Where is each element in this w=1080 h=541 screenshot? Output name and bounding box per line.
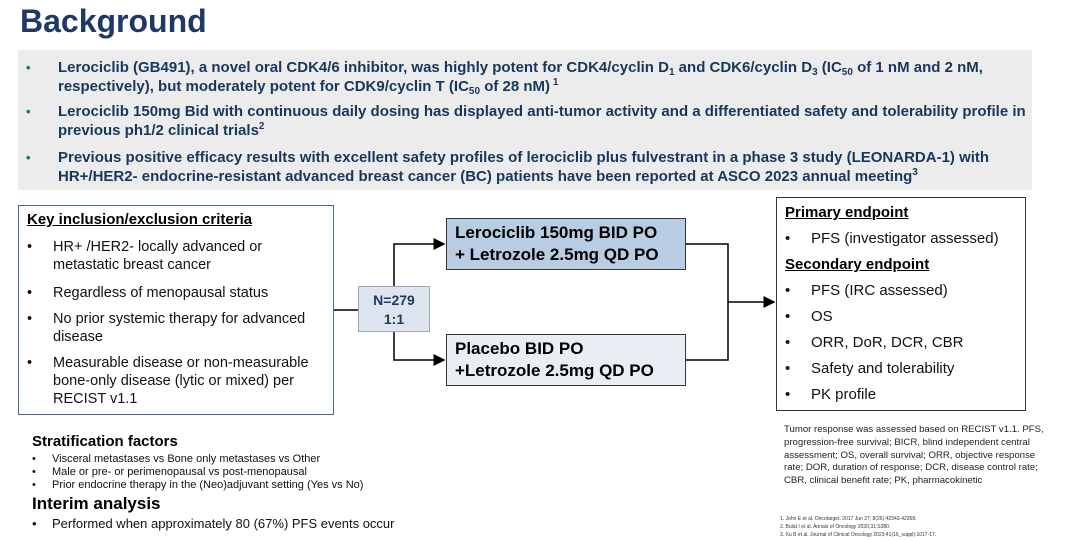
background-summary-box: • Lerociclib (GB491), a novel oral CDK4/… (18, 50, 1032, 190)
bullet: • (32, 479, 36, 491)
stratification-item-text: Visceral metastases vs Bone only metasta… (52, 453, 321, 465)
arm-line: + Letrozole 2.5mg QD PO (455, 245, 659, 264)
background-item-text: Lerociclib 150mg Bid with continuous dai… (58, 103, 1026, 139)
stratification-item-text: Male or pre- or perimenopausal vs post-m… (52, 466, 307, 478)
endpoint-item-text: PFS (IRC assessed) (811, 282, 948, 299)
interim-analysis-heading: Interim analysis (32, 494, 161, 513)
bullet: • (27, 285, 33, 301)
endpoints-box: Primary endpoint • PFS (investigator ass… (776, 197, 1026, 411)
criteria-item-text: No prior systemic therapy for advanced d… (53, 311, 306, 345)
primary-endpoint-heading: Primary endpoint (785, 204, 909, 221)
bullet: • (32, 466, 36, 478)
bullet: • (27, 311, 33, 327)
bullet: • (27, 355, 33, 371)
treatment-arm-box: Lerociclib 150mg BID PO + Letrozole 2.5m… (446, 218, 686, 270)
reference: 3. Xu B et al. Journal of Clinical Oncol… (780, 532, 937, 538)
endpoint-item-text: ORR, DoR, DCR, CBR (811, 334, 964, 351)
control-arm-box: Placebo BID PO +Letrozole 2.5mg QD PO (446, 334, 686, 386)
bullet: • (785, 334, 791, 351)
background-item-text: Lerociclib (GB491), a novel oral CDK4/6 … (58, 59, 983, 97)
endpoint-item-text: PFS (investigator assessed) (811, 230, 999, 247)
bullet: • (32, 453, 36, 465)
arm-line: Lerociclib 150mg BID PO (455, 223, 658, 242)
criteria-item-text: Regardless of menopausal status (53, 285, 269, 301)
bullet: • (27, 239, 33, 255)
reference: 2. Bulat I et al. Annals of Oncology 202… (780, 524, 891, 530)
sample-size: N=279 (373, 292, 415, 308)
stratification-item-text: Prior endocrine therapy in the (Neo)adju… (52, 479, 364, 491)
endpoint-item-text: OS (811, 308, 833, 325)
reference: 1. John E et al. Oncotarget. 2017 Jun 27… (780, 516, 917, 522)
criteria-heading: Key inclusion/exclusion criteria (27, 211, 253, 228)
bullet: • (26, 60, 31, 75)
bullet: • (785, 308, 791, 325)
criteria-item-text: HR+ /HER2- locally advanced or metastati… (53, 239, 263, 273)
secondary-endpoint-heading: Secondary endpoint (785, 256, 930, 273)
arrow-to-arm1 (393, 238, 446, 286)
bullet: • (785, 386, 791, 403)
background-item-text: Previous positive efficacy results with … (58, 149, 990, 185)
bullet: • (785, 230, 791, 247)
bullet: • (26, 150, 31, 165)
arrow-to-arm2 (393, 332, 446, 366)
bullet: • (26, 104, 31, 119)
bullet: • (785, 282, 791, 299)
randomization-ratio: 1:1 (383, 311, 405, 327)
abbreviations-footnote: Tumor response was assessed based on REC… (784, 424, 1044, 487)
page-title: Background (20, 3, 207, 39)
endpoint-item-text: PK profile (811, 386, 877, 403)
criteria-box: Key inclusion/exclusion criteria • HR+ /… (18, 205, 334, 415)
bullet: • (32, 516, 37, 531)
arm-line: Placebo BID PO (455, 339, 584, 358)
endpoint-item-text: Safety and tolerability (811, 360, 955, 377)
stratification-heading: Stratification factors (32, 433, 178, 450)
arms-merge-bracket (686, 243, 729, 361)
arm-line: +Letrozole 2.5mg QD PO (455, 361, 654, 380)
interim-analysis-text: Performed when approximately 80 (67%) PF… (52, 516, 395, 531)
randomization-box: N=279 1:1 (358, 286, 430, 332)
criteria-item-text: Measurable disease or non-measurable bon… (53, 355, 309, 407)
bullet: • (785, 360, 791, 377)
